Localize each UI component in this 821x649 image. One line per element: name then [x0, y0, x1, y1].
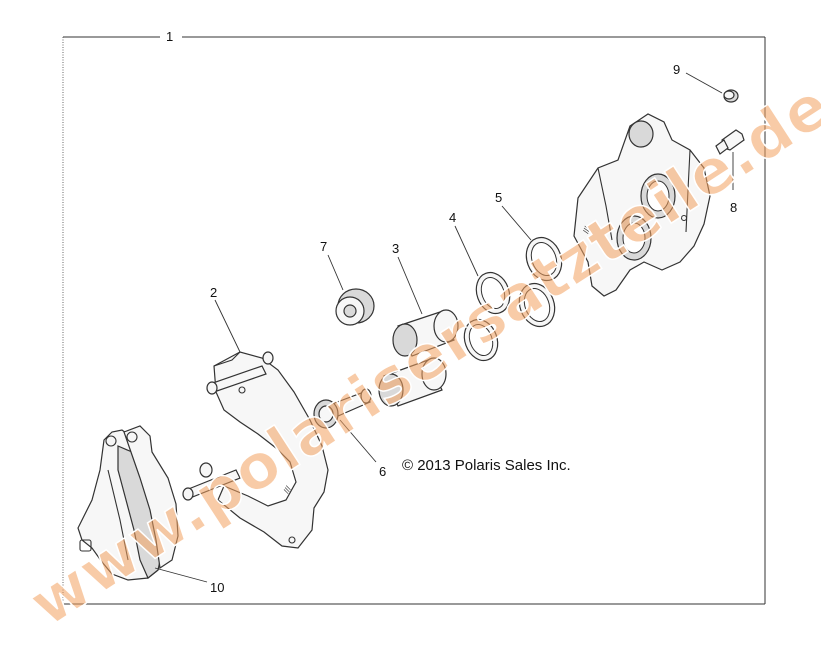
svg-text:///: /// [282, 484, 294, 495]
assembly-frame: 1 [62, 29, 766, 605]
callout-8: 8 [730, 200, 737, 215]
rubber-bushing-part [335, 288, 375, 326]
bolt-bushing-part [313, 388, 372, 429]
assembly-number: 1 [166, 29, 173, 44]
brake-pads-part [77, 425, 179, 581]
leader-lines [154, 72, 734, 583]
watermark: www.polarisersatzteile.de [16, 68, 821, 640]
callout-7: 7 [320, 239, 327, 254]
bleeder-cap-part [723, 89, 739, 103]
bleeder-screw-part [715, 129, 745, 155]
callout-6: 6 [379, 464, 386, 479]
callout-2: 2 [210, 285, 217, 300]
callout-3: 3 [392, 241, 399, 256]
caliper-bracket-part: /// [182, 351, 329, 549]
piston-seals-part [463, 271, 511, 362]
callout-9: 9 [673, 62, 680, 77]
dust-seals-part [518, 236, 563, 328]
callout-5: 5 [495, 190, 502, 205]
callout-10: 10 [210, 580, 224, 595]
callout-labels: 2 3 4 5 6 7 8 9 10 [210, 62, 737, 595]
copyright-notice: © 2013 Polaris Sales Inc. [402, 457, 571, 474]
callout-4: 4 [449, 210, 456, 225]
caliper-housing-part: /// [573, 113, 711, 297]
caliper-pistons-part [378, 309, 459, 407]
svg-text:///: /// [581, 225, 592, 235]
